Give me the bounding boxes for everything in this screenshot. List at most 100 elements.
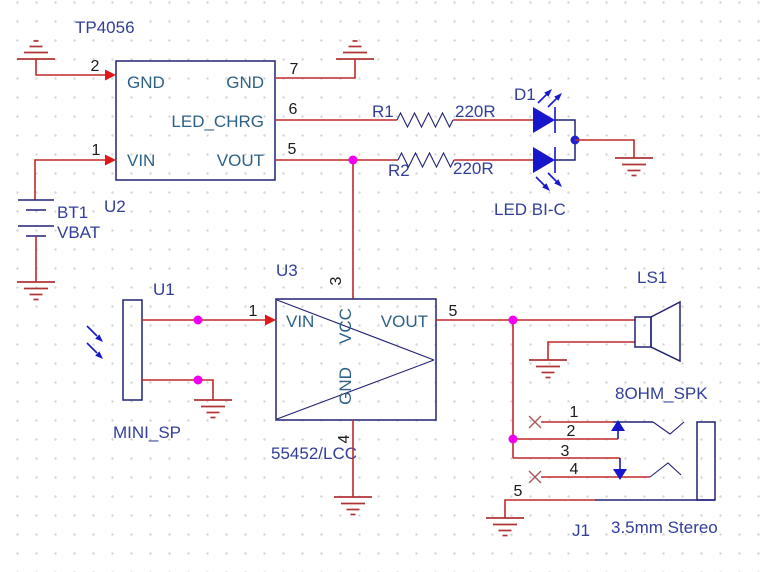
bt1-ref-label: BT1 (57, 203, 88, 222)
nc-marker-pin4 (528, 470, 542, 484)
sound-arrowhead-icon (95, 351, 103, 359)
u3-pin-label-vout: VOUT (381, 312, 428, 331)
u2-pin7-wire (275, 59, 356, 79)
led-emission-arrowhead-icon (542, 183, 550, 191)
ground-symbol-top-left (17, 40, 55, 60)
led-ground-wire (575, 139, 635, 158)
u1-body (122, 299, 143, 401)
nc-marker-pin1 (528, 415, 542, 429)
r2-ref-label: R2 (388, 161, 410, 180)
speaker-cone-icon (650, 300, 681, 363)
jack-body (696, 421, 716, 501)
x-icon (528, 470, 542, 484)
r1-ref-label: R1 (372, 102, 394, 121)
speaker-ls1: LS1 8OHM_SPK (547, 268, 708, 403)
ls1-type-label: 8OHM_SPK (615, 384, 708, 403)
jack-ring-contact-icon (649, 462, 682, 478)
u2-ref-label: U2 (104, 197, 126, 216)
led-emission-arrow-icon (547, 172, 558, 183)
u3-pin-label-gnd: GND (336, 367, 355, 405)
u2-pin-label-vout: VOUT (217, 151, 264, 170)
pin-entry-arrow-icon (105, 154, 116, 166)
u2-part-label: TP4056 (75, 18, 135, 37)
arrow-down-icon (613, 469, 627, 480)
u2-pin2-wire (35, 59, 106, 76)
jack-tip-contact-icon (652, 421, 685, 435)
led-emission-arrowhead-icon (554, 93, 562, 101)
r1-value-label: 220R (455, 102, 496, 121)
u2-pin1-wire (34, 159, 106, 200)
j1-type-label: 3.5mm Stereo (611, 518, 718, 537)
ls1-ref-label: LS1 (637, 268, 667, 287)
u1-ref-label: U1 (153, 280, 175, 299)
sound-arrow-icon (86, 325, 98, 337)
u3-triangle-edge (276, 359, 435, 420)
u3-pin5-number: 5 (449, 303, 458, 320)
ground-symbol-top-right (336, 40, 374, 60)
ground-symbol-u1 (194, 399, 232, 419)
battery-bt1: BT1 VBAT (18, 199, 100, 282)
u3-part-label: 55452/LCC (271, 444, 357, 463)
j1-pin3-number: 3 (561, 443, 570, 460)
u3-pin-label-vin: VIN (286, 312, 314, 331)
j1-pin1-number: 1 (570, 404, 579, 421)
u2-pin7-number: 7 (290, 61, 299, 78)
resistor-zigzag-icon (397, 151, 455, 169)
u3-pin-label-vcc: VCC (336, 308, 355, 344)
junction-dot (348, 155, 358, 165)
sound-arrowhead-icon (95, 334, 103, 342)
u2-pin1-number: 1 (92, 142, 101, 159)
u3-pin1-number: 1 (249, 303, 258, 320)
resistor-r2: R2 220R (388, 151, 533, 180)
u2-pin-label-led-chrg: LED_CHRG (171, 112, 264, 131)
u3-pin3-number: 3 (328, 276, 345, 285)
ground-symbol-ls1 (529, 359, 567, 379)
u1-type-label: MINI_SP (113, 423, 181, 442)
u2-pin6-number: 6 (289, 101, 298, 118)
amplifier-u3: VIN VOUT VCC GND 1 5 3 4 U3 55452/LCC (249, 261, 635, 497)
j1-pin2-number: 2 (567, 423, 576, 440)
bt1-net-label: VBAT (57, 223, 100, 242)
x-icon (528, 415, 542, 429)
led-emission-arrow-icon (537, 93, 548, 104)
d1-ref-label: D1 (514, 85, 536, 104)
resistor-r1: R1 220R (372, 102, 533, 129)
ground-symbol-j1 (486, 517, 524, 537)
mic-u1: U1 MINI_SP (86, 280, 276, 442)
r2-value-label: 220R (453, 159, 494, 178)
u3-ref-label: U3 (276, 261, 298, 280)
ground-symbol-u3 (334, 496, 372, 516)
d1-type-label: LED BI-C (494, 200, 566, 219)
j1-pin5-number: 5 (514, 483, 523, 500)
led-emission-arrowhead-icon (544, 89, 552, 97)
charger-u2: GND GND LED_CHRG VIN VOUT 2 1 7 6 5 TP40… (75, 18, 299, 216)
jack-j1: 1 2 3 4 5 J1 3.5mm Stereo (504, 320, 718, 540)
led-triangle-icon (533, 107, 555, 133)
u3-pin4-number: 4 (336, 434, 353, 443)
u2-wires (34, 59, 398, 299)
led-d1: D1 LED BI-C (494, 85, 635, 219)
u2-pin-label-gnd-right: GND (226, 73, 264, 92)
arrow-up-icon (611, 420, 625, 431)
u1-ground-wire (142, 379, 214, 400)
resistor-zigzag-icon (396, 111, 454, 129)
junction-dot (508, 315, 518, 325)
ls1-ground-wire (547, 341, 635, 360)
junction-dot (508, 434, 518, 444)
led-emission-arrow-icon (547, 97, 558, 108)
j1-ref-label: J1 (572, 521, 590, 540)
u2-pin-label-vin: VIN (127, 151, 155, 170)
led-emission-arrow-icon (535, 176, 546, 187)
u3-body (275, 298, 437, 421)
u2-pin2-number: 2 (91, 58, 100, 75)
led-emission-arrowhead-icon (554, 179, 562, 187)
sound-arrow-icon (86, 342, 98, 354)
j1-pin4-number: 4 (570, 461, 579, 478)
speaker-body (634, 316, 652, 348)
junction-dot (193, 375, 203, 385)
j1-pin5-wire (504, 499, 595, 518)
ground-symbol-d1 (615, 157, 653, 177)
pin-entry-arrow-icon (265, 314, 276, 326)
